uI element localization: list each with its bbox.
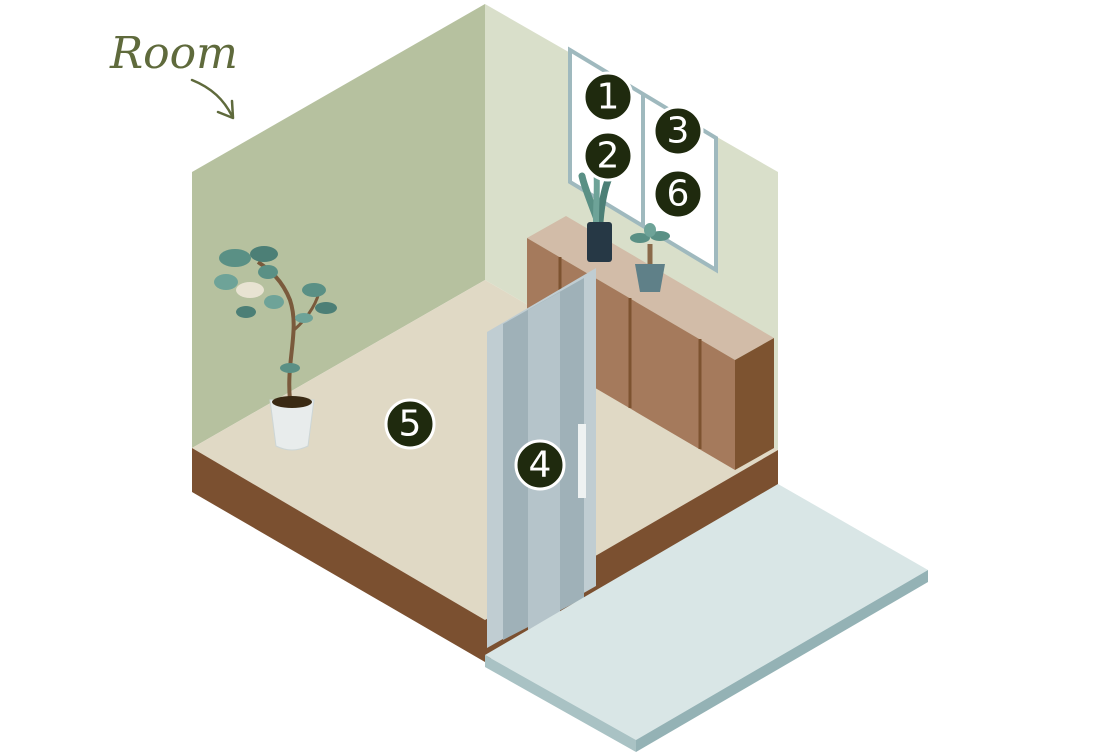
door-handle	[578, 424, 586, 498]
entry-step-top	[485, 484, 928, 740]
entry-step-side	[636, 570, 928, 752]
entry-step-front	[485, 655, 636, 752]
marker-4[interactable]: 4	[514, 439, 566, 491]
marker-5[interactable]: 5	[384, 398, 436, 450]
white-pot	[269, 399, 315, 451]
marker-3-label: 3	[667, 111, 690, 152]
floor-edge-left	[192, 448, 485, 662]
marker-2-label: 2	[597, 136, 620, 177]
rubber-plant	[214, 246, 337, 451]
marker-4-label: 4	[529, 445, 552, 486]
marker-1[interactable]: 1	[582, 71, 634, 123]
small-palm-plant	[630, 223, 670, 292]
cabinet-side	[735, 338, 774, 470]
grey-pot	[635, 264, 665, 292]
left-wall	[192, 4, 485, 448]
marker-3[interactable]: 3	[652, 105, 704, 157]
marker-5-label: 5	[399, 404, 422, 445]
marker-6-label: 6	[667, 174, 690, 215]
marker-2[interactable]: 2	[582, 130, 634, 182]
arrow-head-icon	[216, 99, 235, 120]
arrow-icon	[190, 78, 234, 118]
dark-pot	[587, 222, 612, 262]
room-title: Room	[109, 28, 238, 79]
marker-6[interactable]: 6	[652, 168, 704, 220]
marker-1-label: 1	[597, 77, 620, 118]
